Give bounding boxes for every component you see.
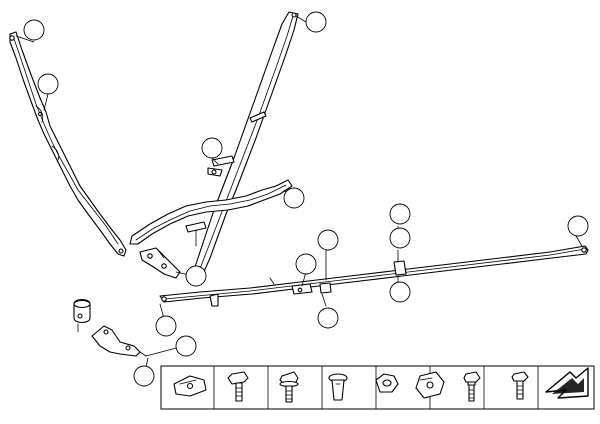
callout-c14[interactable] [155, 315, 177, 337]
rivet-icon[interactable] [328, 373, 348, 401]
callout-c12[interactable] [567, 215, 589, 237]
lower-cross-bar [159, 245, 589, 307]
collar-bolt-icon[interactable] [463, 371, 481, 402]
callout-c4[interactable] [201, 137, 223, 159]
cross-strut [129, 179, 293, 247]
callout-c8[interactable] [295, 253, 317, 275]
callout-c16[interactable] [133, 365, 155, 387]
callout-c6[interactable] [185, 265, 207, 287]
sleeve-bushing [73, 298, 91, 333]
flange-bolt-icon[interactable] [279, 371, 299, 403]
left-strut [9, 31, 127, 257]
callout-c3[interactable] [305, 11, 327, 33]
clip-nut-icon[interactable] [173, 375, 207, 397]
callout-c2[interactable] [37, 73, 59, 95]
hardware-strip [160, 365, 595, 410]
hex-nut-icon[interactable] [375, 373, 399, 393]
next-page-arrow-icon[interactable] [545, 367, 589, 399]
callout-c13[interactable] [317, 307, 339, 329]
callout-c15[interactable] [175, 335, 197, 357]
hex-bolt-icon[interactable] [227, 371, 249, 402]
callout-c1[interactable] [23, 19, 45, 41]
callout-c10[interactable] [389, 227, 411, 249]
callout-c9[interactable] [389, 203, 411, 225]
short-bolt-icon[interactable] [511, 371, 529, 400]
cage-nut-icon[interactable] [415, 371, 445, 399]
callout-c5[interactable] [283, 187, 305, 209]
callout-c11[interactable] [389, 281, 411, 303]
mounting-bracket [91, 325, 147, 357]
support-bracket [139, 247, 181, 279]
callout-c7[interactable] [317, 229, 339, 251]
upper-strut [191, 11, 299, 283]
